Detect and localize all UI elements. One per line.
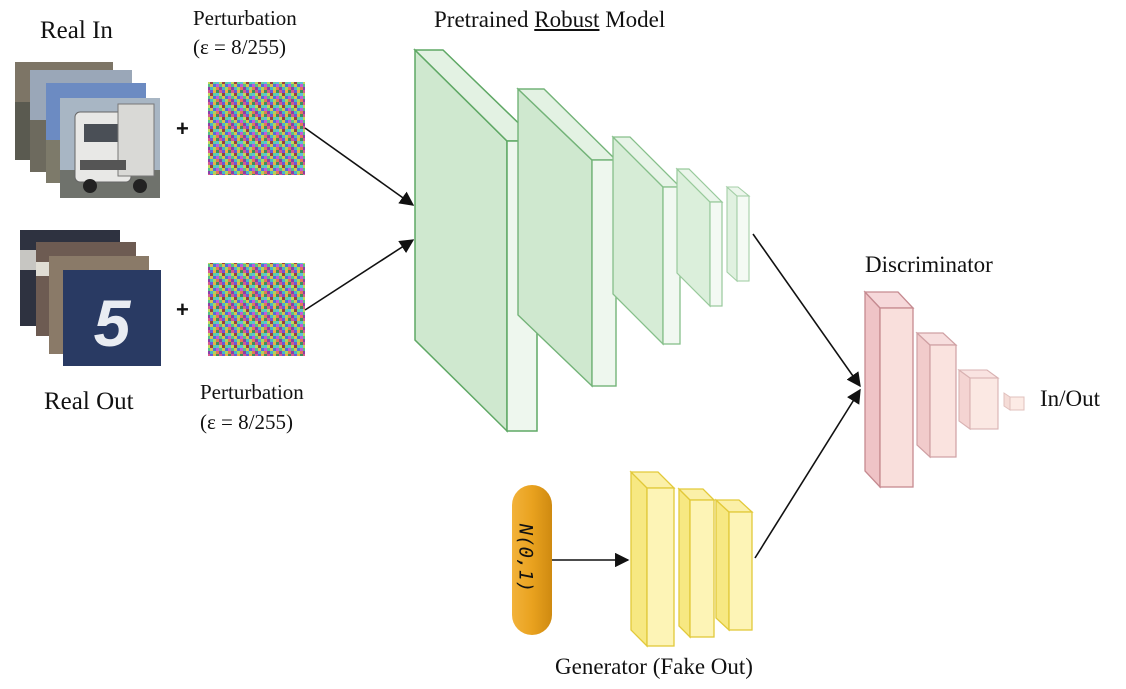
plus-sign-top: + <box>176 116 189 141</box>
discriminator-block-3 <box>957 368 1000 431</box>
discriminator-block-4 <box>1003 392 1025 411</box>
arrow-generator-to-discriminator <box>754 388 861 559</box>
generator-label: Generator (Fake Out) <box>555 654 753 679</box>
robust-model-block-5 <box>725 185 751 283</box>
in-out-output-label: In/Out <box>1040 386 1101 411</box>
pretrained-robust-model-title: Pretrained Robust Model <box>434 7 665 33</box>
real-in-label: Real In <box>40 17 113 44</box>
robust-model-block-4 <box>675 167 724 308</box>
discriminator-label: Discriminator <box>865 252 993 277</box>
discriminator-block-1 <box>863 290 915 489</box>
real-in-image-stack <box>15 62 160 198</box>
digit-five-glyph: 5 <box>94 286 132 360</box>
perturbation-bottom-label: Perturbation <box>200 380 304 404</box>
title-suffix: Model <box>599 7 666 32</box>
perturbation-top-label: Perturbation <box>193 6 297 30</box>
arrow-top-to-model <box>304 127 415 206</box>
plus-sign-bottom: + <box>176 297 189 322</box>
generator-block-1 <box>629 470 676 648</box>
noise-label: N(0,1) <box>515 523 537 593</box>
title-robust-underlined: Robust <box>534 7 600 32</box>
real-out-image-stack: 5 <box>20 230 161 366</box>
robust-model-block-2 <box>516 87 618 388</box>
arrow-bottom-to-model <box>304 239 415 311</box>
discriminator-block-2 <box>915 331 958 459</box>
perturbation-top-epsilon: (ε = 8/255) <box>193 35 286 59</box>
generator-block-2 <box>677 487 716 639</box>
perturbation-bottom-epsilon: (ε = 8/255) <box>200 410 293 434</box>
perturbation-noise-bottom <box>208 263 305 356</box>
robust-model-block-3 <box>611 135 682 346</box>
real-out-image-digit-5 <box>63 270 161 366</box>
real-out-label: Real Out <box>44 388 134 415</box>
perturbation-noise-top <box>208 82 305 175</box>
noise-input-pill <box>512 485 552 635</box>
arrow-model-to-discriminator <box>752 233 861 388</box>
title-prefix: Pretrained <box>434 7 535 32</box>
generator-block-3 <box>714 498 754 632</box>
